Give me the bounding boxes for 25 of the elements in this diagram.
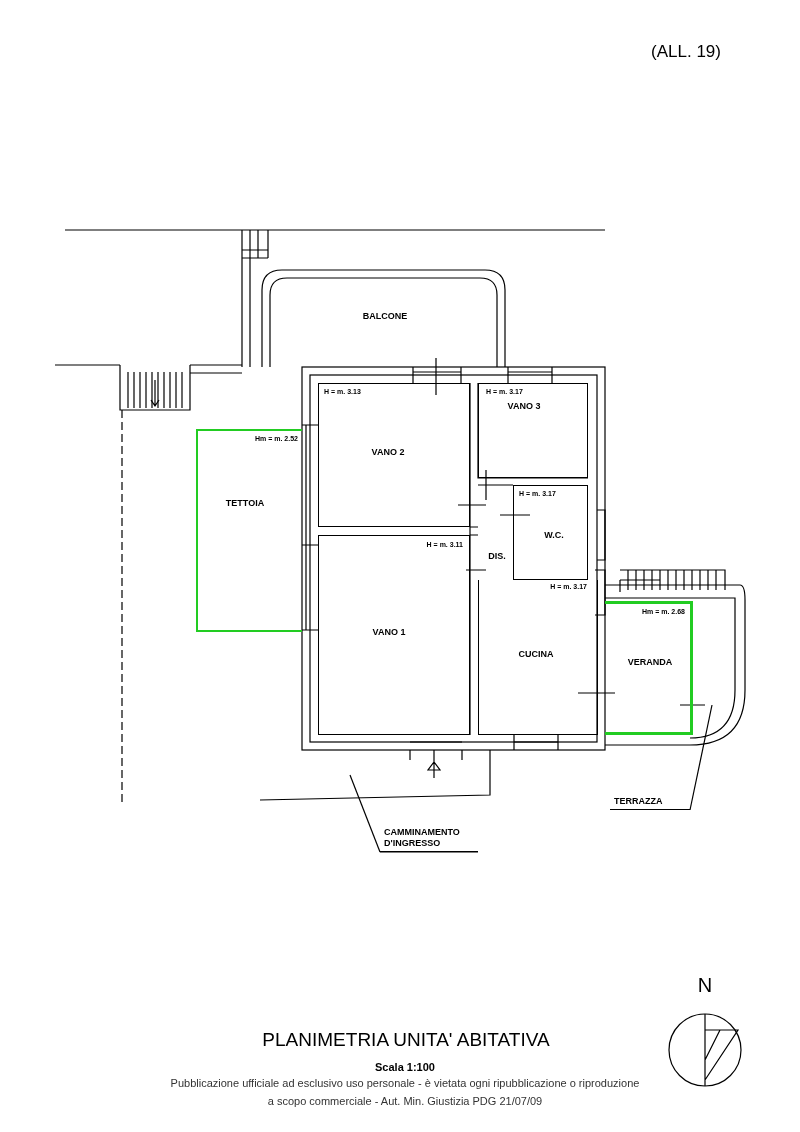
room-outline [318, 383, 470, 527]
room-label: W.C. [544, 529, 564, 543]
room-outline [478, 383, 588, 478]
annex-number: (ALL. 19) [651, 41, 721, 64]
leader-line [349, 774, 381, 853]
callout-label: TERRAZZA [614, 795, 663, 807]
room-label: TETTOIA [225, 497, 265, 511]
room-label: VANO 1 [372, 626, 406, 640]
room-outline [513, 485, 588, 580]
room-outline [605, 601, 693, 735]
room-outline [478, 580, 598, 735]
room-label: VANO 3 [507, 400, 541, 414]
publication-note: Pubblicazione ufficiale ad esclusivo uso personale - è vietata ogni ripubblicazione o riproduzione a scopo commerciale - Aut. Min. Giustizia PDG 21/07/09 [170, 1076, 640, 1109]
room-label: CUCINA [518, 648, 554, 662]
callout-label: CAMMINAMENTO D'INGRESSO [384, 826, 461, 849]
room-label: DIS. [488, 550, 506, 564]
room-outline [196, 429, 302, 632]
room-label: BALCONE [362, 310, 408, 324]
scale-note: Scala 1:100 [375, 1059, 435, 1075]
room-label: VERANDA [627, 656, 673, 670]
room-label: VANO 2 [371, 446, 405, 460]
room-outline [318, 535, 470, 735]
north-label: N [697, 973, 713, 998]
plan-title: PLANIMETRIA UNITA' ABITATIVA [262, 1027, 550, 1052]
leader-line [689, 704, 713, 811]
